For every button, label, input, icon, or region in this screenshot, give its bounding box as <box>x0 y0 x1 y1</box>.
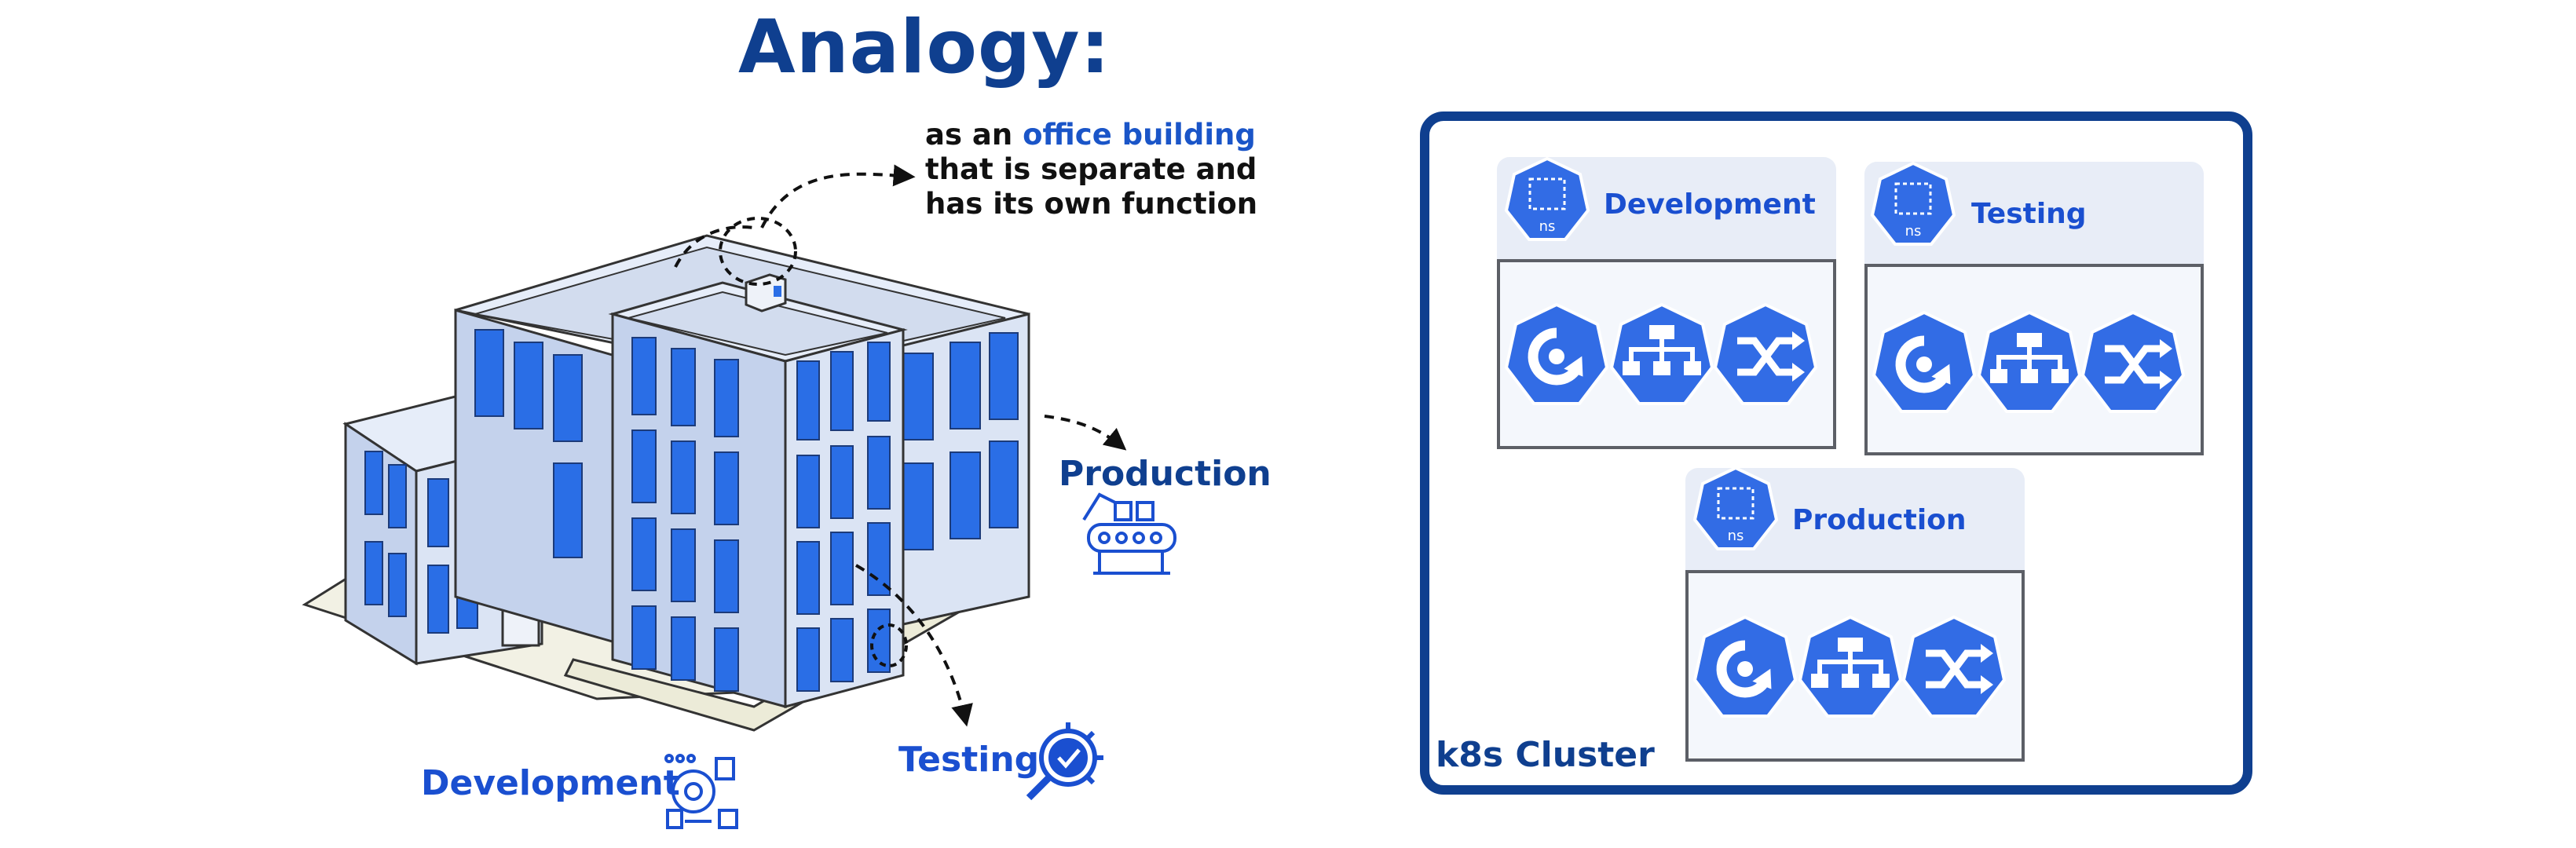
deployment-icon <box>1872 311 1976 413</box>
conveyor-icon <box>1082 492 1176 575</box>
gear-check-icon <box>1026 722 1103 801</box>
caption-line-3: has its own function <box>925 187 1258 221</box>
development-label: Development <box>421 763 680 803</box>
namespace-name: Development <box>1604 188 1816 221</box>
front-tower <box>608 273 908 708</box>
analogy-caption: as an office building that is separate a… <box>925 118 1257 221</box>
pod-icon <box>1714 303 1817 405</box>
ns-badge-text: ns <box>1539 218 1556 235</box>
testing-highlight <box>870 623 908 667</box>
roof-callout-arrow <box>760 164 916 228</box>
service-icon <box>1978 311 2081 413</box>
ns-badge-text: ns <box>1905 223 1922 239</box>
namespace-badge-icon: ns <box>1505 157 1590 241</box>
cluster-label: k8s Cluster <box>1436 735 1655 775</box>
deployment-icon <box>1693 616 1797 718</box>
namespace-badge-icon: ns <box>1871 162 1956 246</box>
caption-prefix: as an <box>925 118 1013 152</box>
namespace-name: Testing <box>1971 198 2087 230</box>
pod-icon <box>1902 616 2006 718</box>
pod-icon <box>2081 311 2185 413</box>
dev-process-icon <box>664 754 738 829</box>
service-icon <box>1798 616 1902 718</box>
roof-callout-curve <box>674 225 755 268</box>
caption-line-2: that is separate and <box>925 152 1257 186</box>
service-icon <box>1610 303 1714 405</box>
k8s-cluster-frame <box>1420 111 2252 795</box>
testing-label: Testing <box>898 740 1040 780</box>
namespace-badge-icon: ns <box>1693 466 1778 550</box>
roof-highlight <box>719 217 797 286</box>
page-title: Analogy: <box>738 5 1111 90</box>
caption-highlight: office building <box>1023 118 1256 152</box>
production-label: Production <box>1059 454 1272 494</box>
deployment-icon <box>1505 303 1608 405</box>
office-building-illustration <box>302 164 1176 829</box>
ns-badge-text: ns <box>1728 528 1744 544</box>
namespace-name: Production <box>1792 504 1967 536</box>
testing-arrow <box>855 564 973 727</box>
